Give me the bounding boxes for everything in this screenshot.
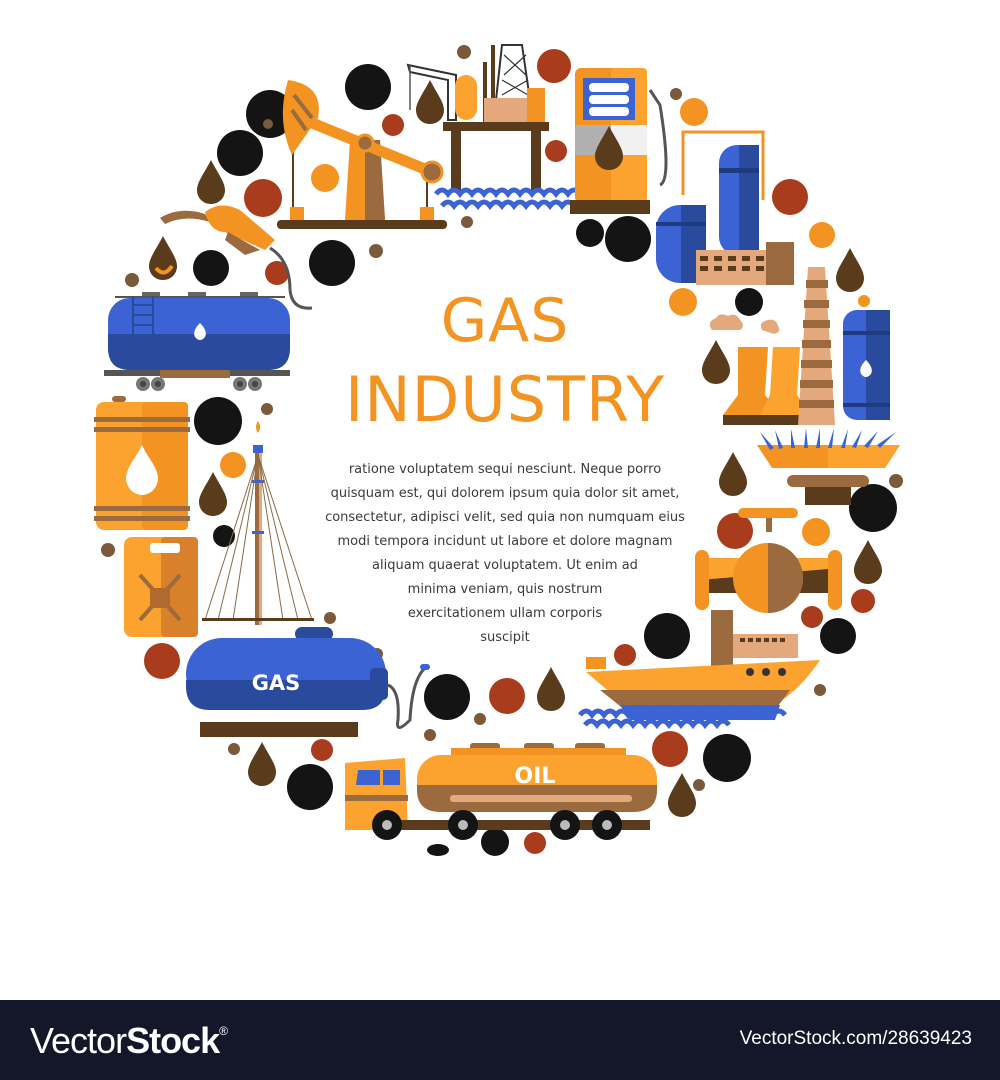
registered-mark: ® <box>219 1024 228 1038</box>
body-line: modi tempora incidunt ut labore et dolor… <box>337 534 673 549</box>
watermark-footer: VectorStock® VectorStock.com/28639423 <box>0 1000 1000 1080</box>
gas-tank-icon: GAS <box>186 627 430 737</box>
drilling-mast-icon <box>202 421 314 625</box>
title-gas: GAS <box>440 286 570 356</box>
refinery-tanks-icon <box>656 130 794 285</box>
gas-burner-icon <box>757 428 900 505</box>
gas-cylinder-icon <box>843 295 890 420</box>
fuel-nozzle-icon <box>160 205 313 310</box>
jerrycan-icon <box>124 537 198 637</box>
oil-barrel-icon <box>94 396 190 530</box>
gas-label: GAS <box>252 671 301 695</box>
oil-label: OIL <box>515 764 556 789</box>
body-line: exercitationem ullam corporis <box>407 606 603 621</box>
body-line: aliquam quaerat voluptatem. Ut enim ad <box>372 558 638 573</box>
oil-drop-glossy-icon <box>149 236 177 280</box>
body-paragraph: ratione voluptatem sequi nesciunt. Neque… <box>315 458 695 650</box>
cooling-towers-icon <box>709 267 835 425</box>
body-line: quisquam est, qui dolorem ipsum quia dol… <box>330 486 680 501</box>
tanker-ship-icon <box>580 610 820 725</box>
title-industry: INDUSTRY <box>345 363 665 436</box>
body-line: ratione voluptatem sequi nesciunt. Neque… <box>348 462 662 477</box>
vectorstock-logo: VectorStock® <box>30 1020 228 1062</box>
body-line: suscipit <box>480 630 530 645</box>
fuel-dispenser-icon <box>570 68 668 214</box>
image-url: VectorStock.com/28639423 <box>739 1028 972 1049</box>
rail-tank-car-icon <box>104 292 290 391</box>
oil-truck-icon: OIL <box>345 743 657 840</box>
pipeline-valve-icon <box>695 508 842 613</box>
illustration-ring: OIL GAS <box>94 44 903 856</box>
logo-bold-text: Stock <box>126 1020 220 1061</box>
body-line: minima veniam, quis nostrum <box>407 582 603 597</box>
offshore-rig-icon <box>406 44 586 206</box>
logo-light-text: Vector <box>30 1020 127 1061</box>
poster: OIL GAS <box>94 44 903 856</box>
decorative-dots <box>101 45 903 856</box>
pumpjack-icon <box>277 80 447 229</box>
body-line: consectetur, adipisci velit, sed quia no… <box>325 510 685 525</box>
